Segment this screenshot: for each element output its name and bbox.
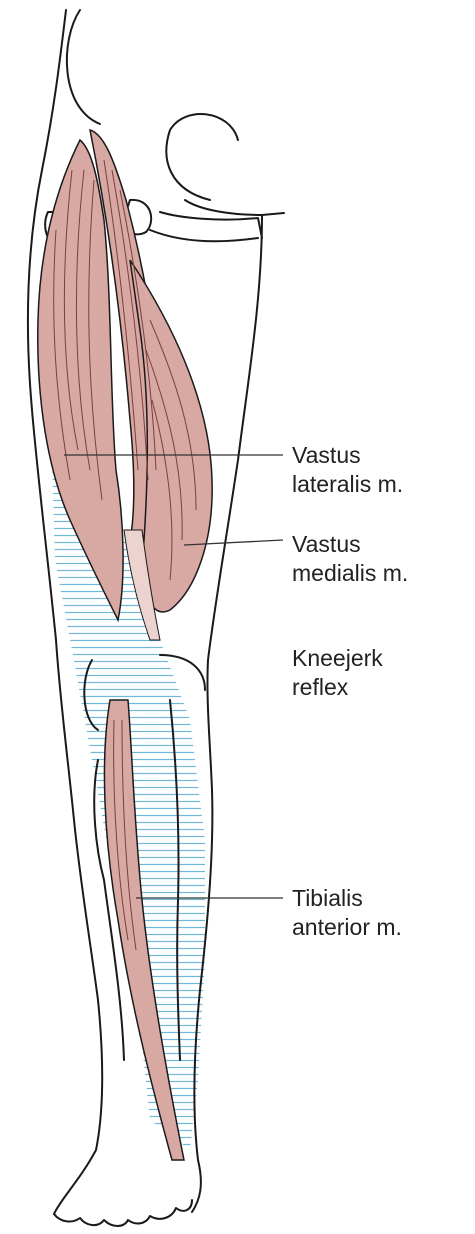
label-tibialis-anterior: Tibialis anterior m. xyxy=(292,884,402,942)
label-vastus-lateralis-line2: lateralis m. xyxy=(292,470,403,499)
label-vastus-medialis-line2: medialis m. xyxy=(292,559,408,588)
label-kneejerk-reflex-line2: reflex xyxy=(292,673,383,702)
label-vastus-medialis-line1: Vastus xyxy=(292,530,408,559)
label-tibialis-anterior-line1: Tibialis xyxy=(292,884,402,913)
label-vastus-medialis: Vastus medialis m. xyxy=(292,530,408,588)
label-vastus-lateralis: Vastus lateralis m. xyxy=(292,441,403,499)
label-kneejerk-reflex: Kneejerk reflex xyxy=(292,644,383,702)
label-tibialis-anterior-line2: anterior m. xyxy=(292,913,402,942)
label-kneejerk-reflex-line1: Kneejerk xyxy=(292,644,383,673)
label-vastus-lateralis-line1: Vastus xyxy=(292,441,403,470)
